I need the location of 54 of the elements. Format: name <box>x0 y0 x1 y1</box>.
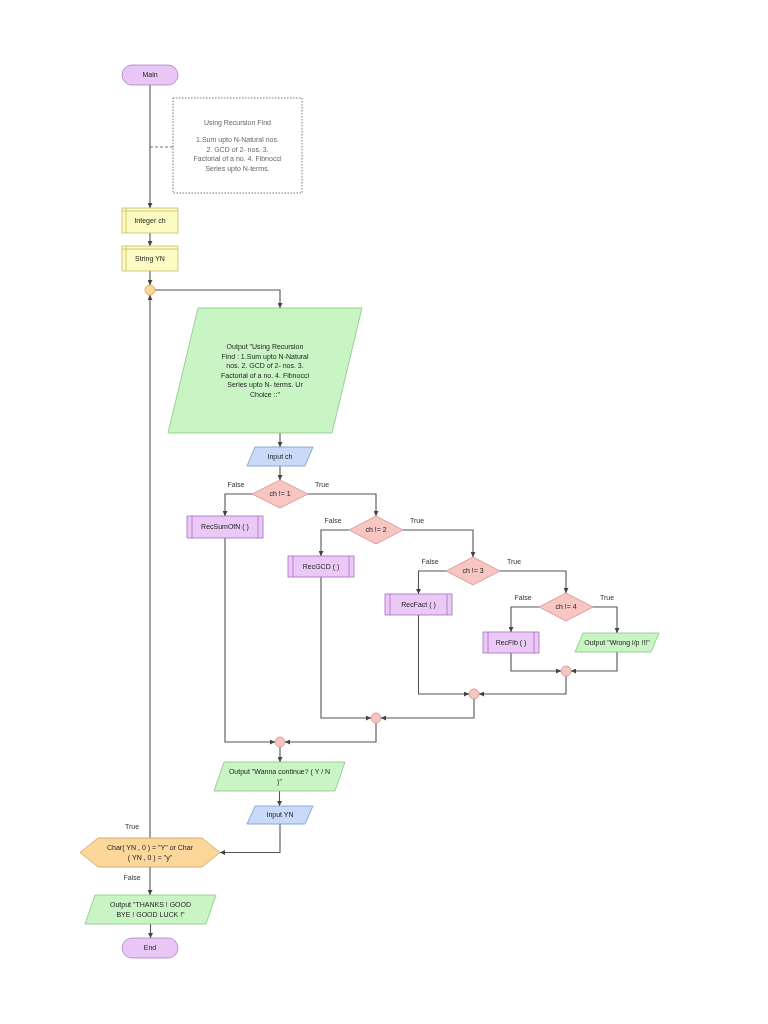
arrow <box>222 493 253 517</box>
decision-hexagon <box>80 838 220 867</box>
arrow <box>510 652 562 674</box>
junction-circle <box>371 713 383 723</box>
arrow <box>277 465 283 481</box>
arrow <box>499 570 569 594</box>
arrow <box>277 746 283 763</box>
arrow <box>277 432 283 448</box>
terminal-box <box>122 65 178 85</box>
junction-circle <box>145 285 157 295</box>
output-parallelogram <box>214 762 345 791</box>
junction-circle <box>469 689 481 699</box>
arrow <box>148 923 153 939</box>
subroutine-box <box>385 594 452 615</box>
arrow <box>508 606 540 633</box>
comment-box <box>173 98 302 193</box>
arrow <box>416 570 447 595</box>
output-parallelogram <box>575 633 659 652</box>
arrow <box>219 823 281 855</box>
arrow <box>570 651 618 674</box>
subroutine-box <box>288 556 354 577</box>
decision-diamond <box>349 516 403 544</box>
arrow <box>147 270 153 286</box>
output-parallelogram <box>85 895 216 924</box>
arrow <box>320 576 372 721</box>
arrow <box>478 675 567 697</box>
arrow <box>154 289 283 309</box>
declaration-box <box>122 208 178 233</box>
decision-diamond <box>252 480 308 508</box>
arrow <box>402 529 476 558</box>
arrow <box>147 84 153 209</box>
subroutine-box <box>483 632 539 653</box>
junction-circle <box>275 737 287 747</box>
arrow <box>318 529 350 557</box>
subroutine-box <box>187 516 263 538</box>
arrow <box>147 294 153 839</box>
input-parallelogram <box>247 806 313 824</box>
arrow <box>224 537 276 745</box>
arrow <box>284 722 377 745</box>
junction-circle <box>561 666 573 676</box>
dashed-connector <box>149 146 174 148</box>
decision-diamond <box>539 593 593 621</box>
arrow <box>380 698 475 721</box>
arrow <box>147 232 153 247</box>
declaration-box <box>122 246 178 271</box>
input-parallelogram <box>247 447 313 466</box>
arrow <box>592 606 620 634</box>
arrow <box>147 866 153 896</box>
terminal-box <box>122 938 178 958</box>
decision-diamond <box>446 557 500 585</box>
arrow <box>277 790 282 807</box>
output-parallelogram <box>168 308 362 433</box>
arrow <box>307 493 379 517</box>
arrow <box>417 614 470 697</box>
